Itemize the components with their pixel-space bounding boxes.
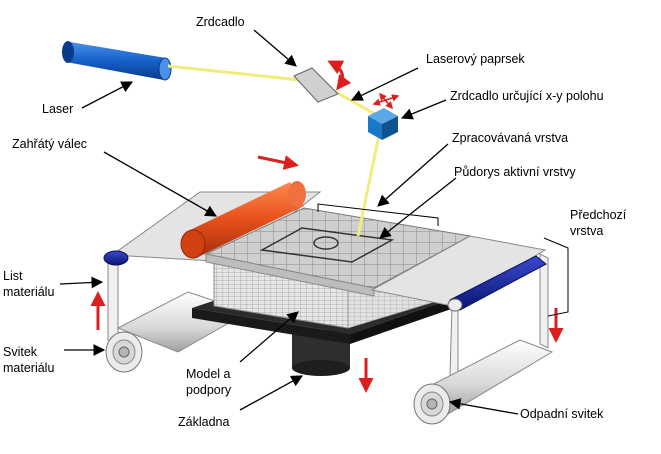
label-previous-layer-2: vrstva [570,224,603,238]
guide-roller-left [103,250,129,266]
active-layer-outline [259,227,395,263]
label-material-roll-2: materiálu [3,361,54,375]
previous-layer-bracket [543,237,569,317]
mirror [293,67,339,103]
roller-motion-arrow [257,155,299,170]
label-heated-roller: Zahřátý válec [12,137,87,151]
waste-roll [413,339,554,425]
label-mirror: Zrdcadlo [196,15,245,29]
guide-roller-right [447,255,547,312]
processed-layer-bracket [317,203,439,226]
heated-roller [180,181,306,259]
previous-layer-sheet [370,235,549,381]
label-model-supports-1: Model a [186,367,231,381]
xy-cross-arrow-icon [372,92,400,110]
label-xy-mirror: Zrdcadlo určující x-y polohu [450,89,604,103]
label-processed-layer: Zpracovávaná vrstva [452,131,568,145]
label-material-sheet-1: List [3,269,23,283]
curved-arrow-icon [327,60,352,91]
label-material-sheet-2: materiálu [3,285,54,299]
label-material-roll-1: Svitek [3,345,38,359]
label-base: Základna [178,415,229,429]
label-laser: Laser [42,102,73,116]
label-model-supports-2: podpory [186,383,232,397]
label-active-layer-outline: Půdorys aktivní vrstvy [454,165,576,179]
straight-arrow-icon [90,155,564,393]
label-previous-layer-1: Předchozí [570,208,627,222]
label-laser-beam: Laserový paprsek [426,52,525,66]
xy-mirror [368,108,398,140]
leader-lines [59,29,519,415]
label-waste-roll: Odpadní svitek [520,407,604,421]
laser [62,41,172,81]
